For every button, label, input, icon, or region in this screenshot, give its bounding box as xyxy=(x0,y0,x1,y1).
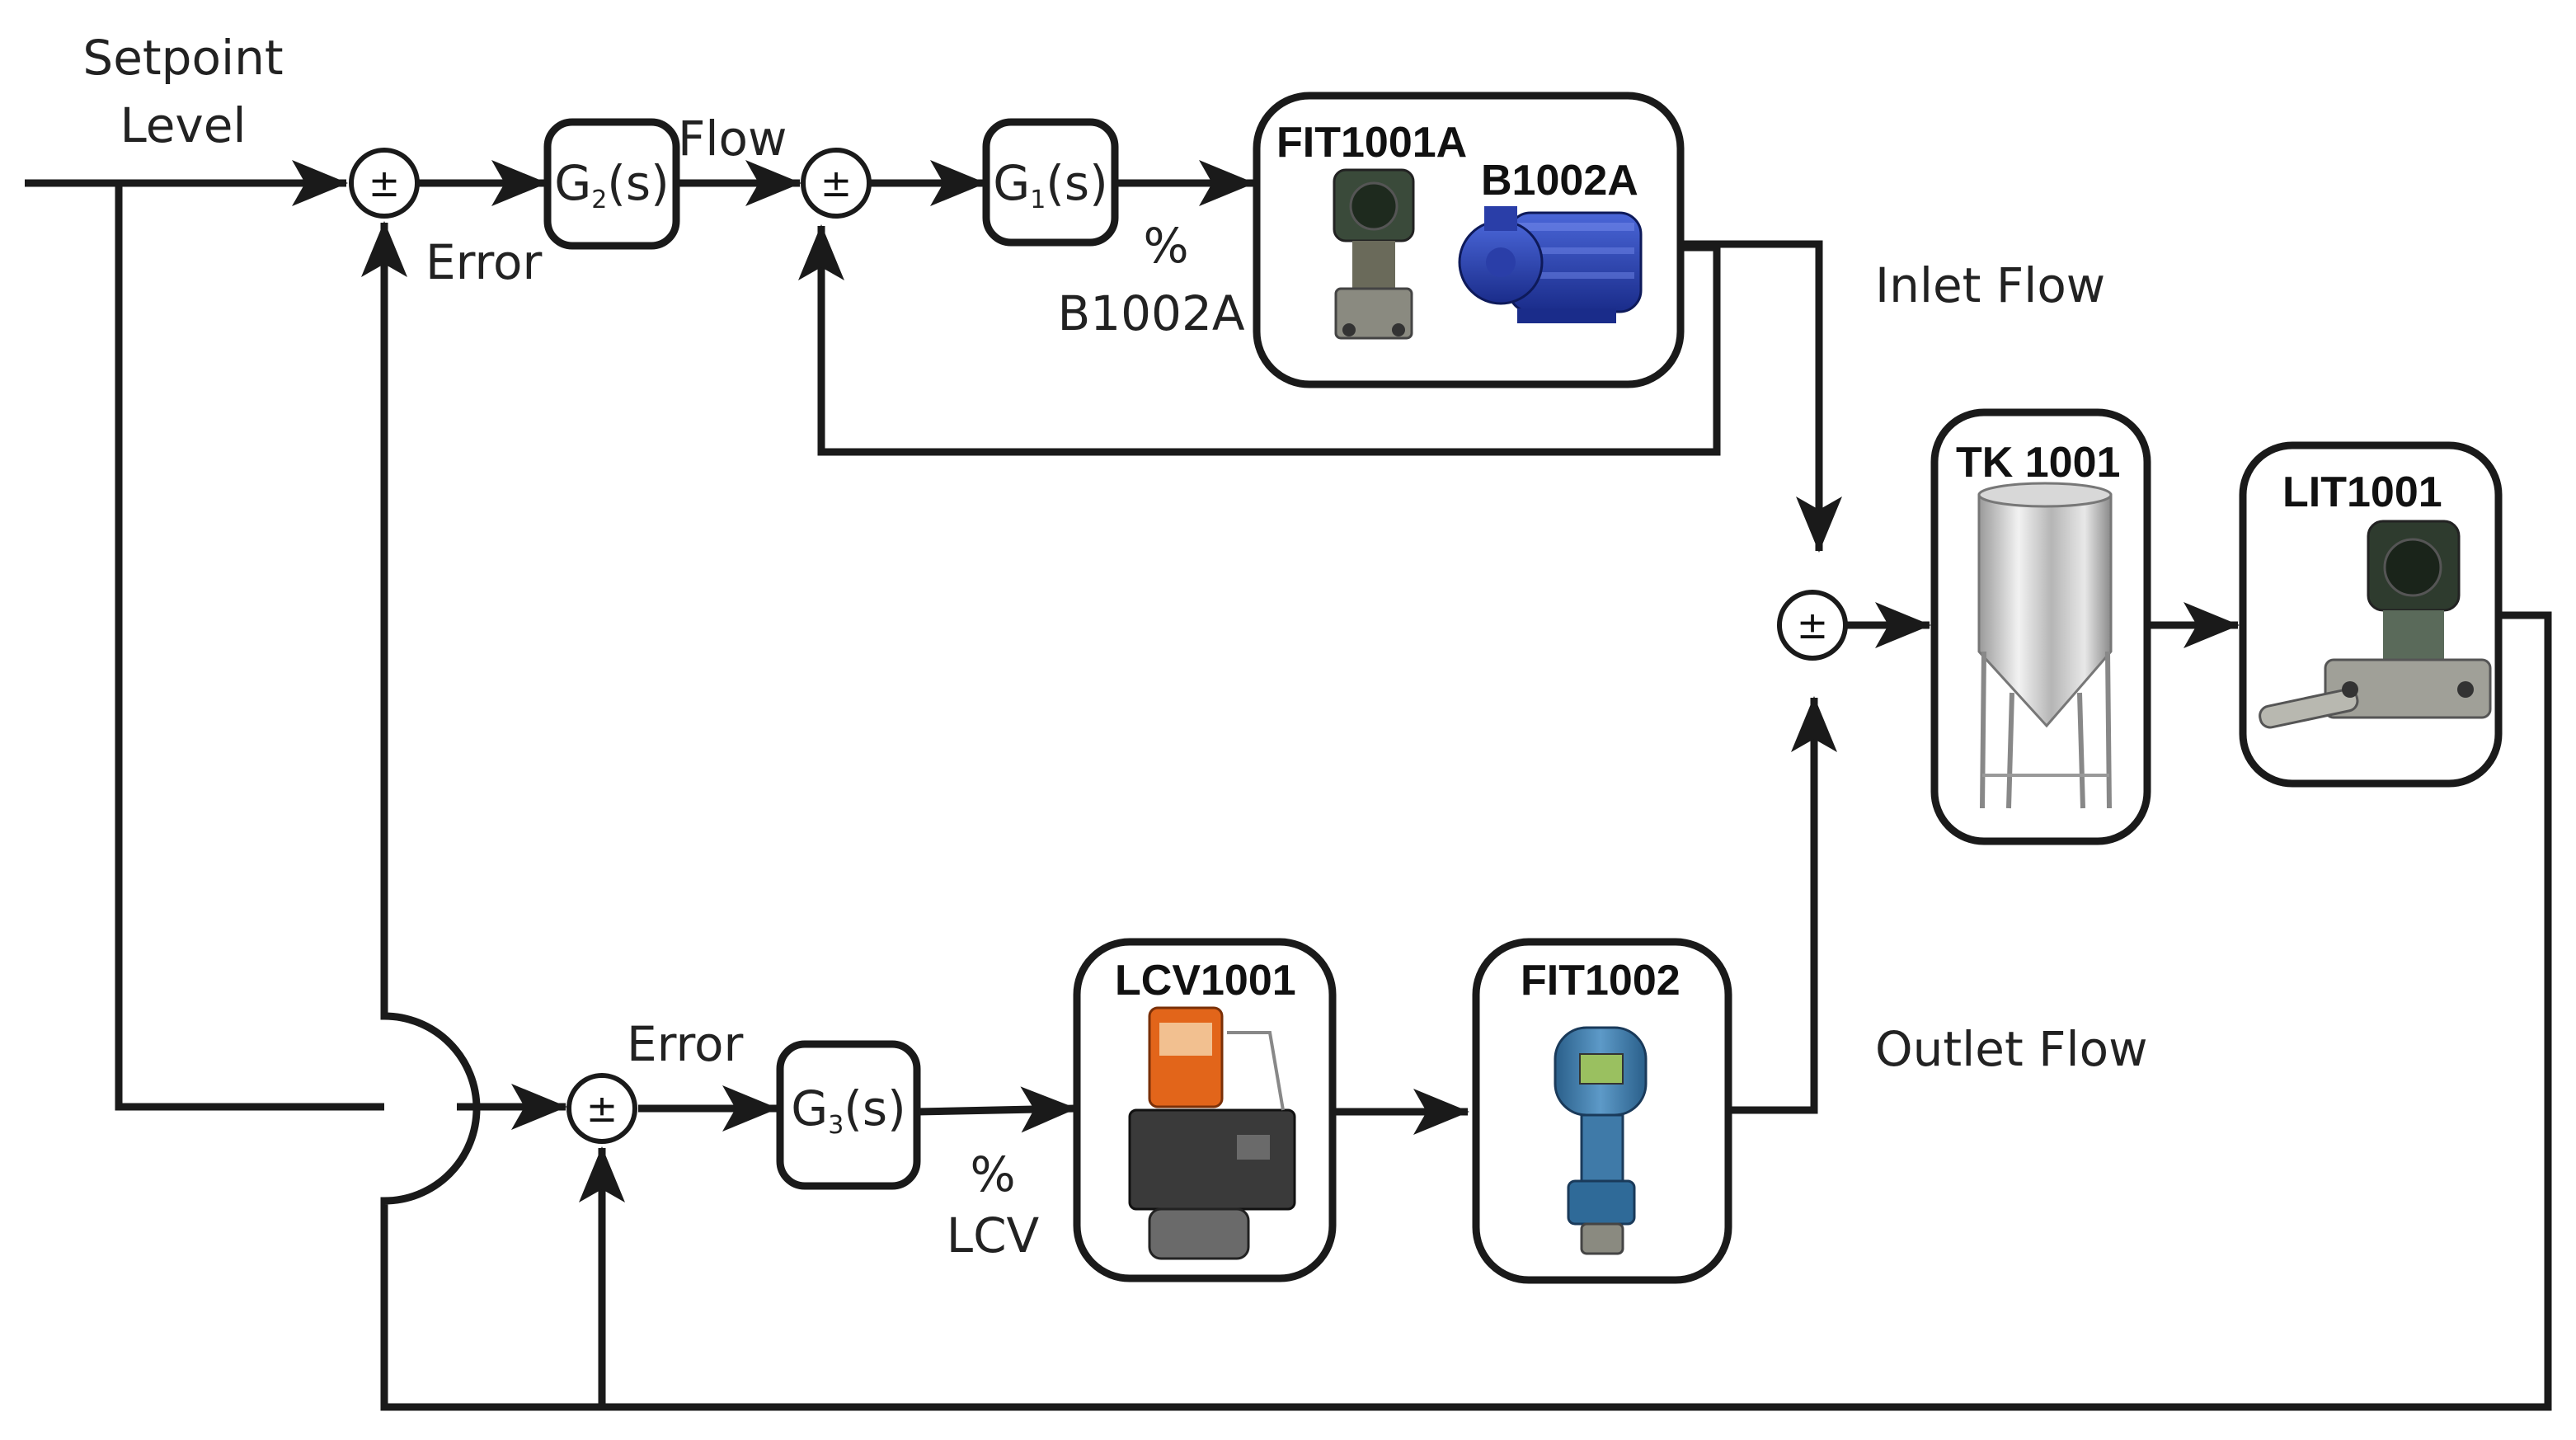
sum-junction-1: ± xyxy=(349,148,420,219)
label-level: Level xyxy=(120,97,246,153)
label-lcv-signal: LCV xyxy=(947,1207,1040,1264)
pump-image xyxy=(1458,206,1643,323)
label-setpoint: Setpoint xyxy=(82,30,283,86)
label-percent-bottom: % xyxy=(970,1146,1015,1202)
transmitter-image xyxy=(1333,168,1415,340)
block-g1: G1(s) xyxy=(982,118,1119,247)
label-lcv1001: LCV1001 xyxy=(1115,957,1296,1005)
wire-outlet-flow xyxy=(1728,696,1837,1114)
wire-inlet-flow xyxy=(1682,240,1842,553)
tank-image xyxy=(1977,482,2113,809)
equipment-lit1001: LIT1001 xyxy=(2239,441,2503,788)
label-percent-top: % xyxy=(1143,218,1188,274)
equipment-tk1001: TK 1001 xyxy=(1930,408,2151,845)
wire-setpoint-branch xyxy=(115,183,384,1111)
label-outlet-flow: Outlet Flow xyxy=(1875,1021,2148,1077)
control-valve-image xyxy=(1128,1006,1296,1260)
label-tk1001: TK 1001 xyxy=(1956,439,2120,487)
block-g2: G2(s) xyxy=(543,118,680,250)
label-fit1002: FIT1002 xyxy=(1521,957,1681,1005)
sum-junction-4: ± xyxy=(1777,590,1848,661)
label-inlet-flow: Inlet Flow xyxy=(1875,257,2105,313)
sum-symbol: ± xyxy=(369,161,401,205)
sum-junction-3: ± xyxy=(566,1073,637,1144)
diagram-labels: Setpoint Level Error Flow % B1002A Inlet… xyxy=(82,30,2147,1264)
label-lit1001: LIT1001 xyxy=(2282,468,2442,516)
wire-g3-to-lcv xyxy=(916,1086,1077,1133)
sum-symbol: ± xyxy=(1797,603,1829,647)
block-g3: G3(s) xyxy=(776,1040,921,1190)
svg-text:G2(s): G2(s) xyxy=(554,155,670,214)
svg-text:G3(s): G3(s) xyxy=(791,1080,906,1140)
flow-transmitter-image xyxy=(1554,1026,1648,1255)
equipment-fit1001a-b1002a: FIT1001A B1002A xyxy=(1253,92,1685,388)
equipment-lcv1001: LCV1001 xyxy=(1073,938,1337,1282)
signal-wires xyxy=(25,160,2552,1411)
label-b1002a: B1002A xyxy=(1481,157,1638,205)
label-error-top: Error xyxy=(425,234,543,290)
label-flow: Flow xyxy=(678,111,787,167)
sum-junction-2: ± xyxy=(801,148,872,219)
sum-symbol: ± xyxy=(586,1086,618,1131)
level-transmitter-image xyxy=(2259,520,2492,729)
svg-text:G1(s): G1(s) xyxy=(993,155,1108,214)
label-fit1001a: FIT1001A xyxy=(1276,119,1467,167)
label-error-bottom: Error xyxy=(627,1016,744,1072)
sum-symbol: ± xyxy=(820,161,853,205)
label-b1002a-signal: B1002A xyxy=(1057,285,1244,341)
equipment-fit1002: FIT1002 xyxy=(1472,938,1732,1284)
wire-level-feedback xyxy=(361,221,2552,1411)
